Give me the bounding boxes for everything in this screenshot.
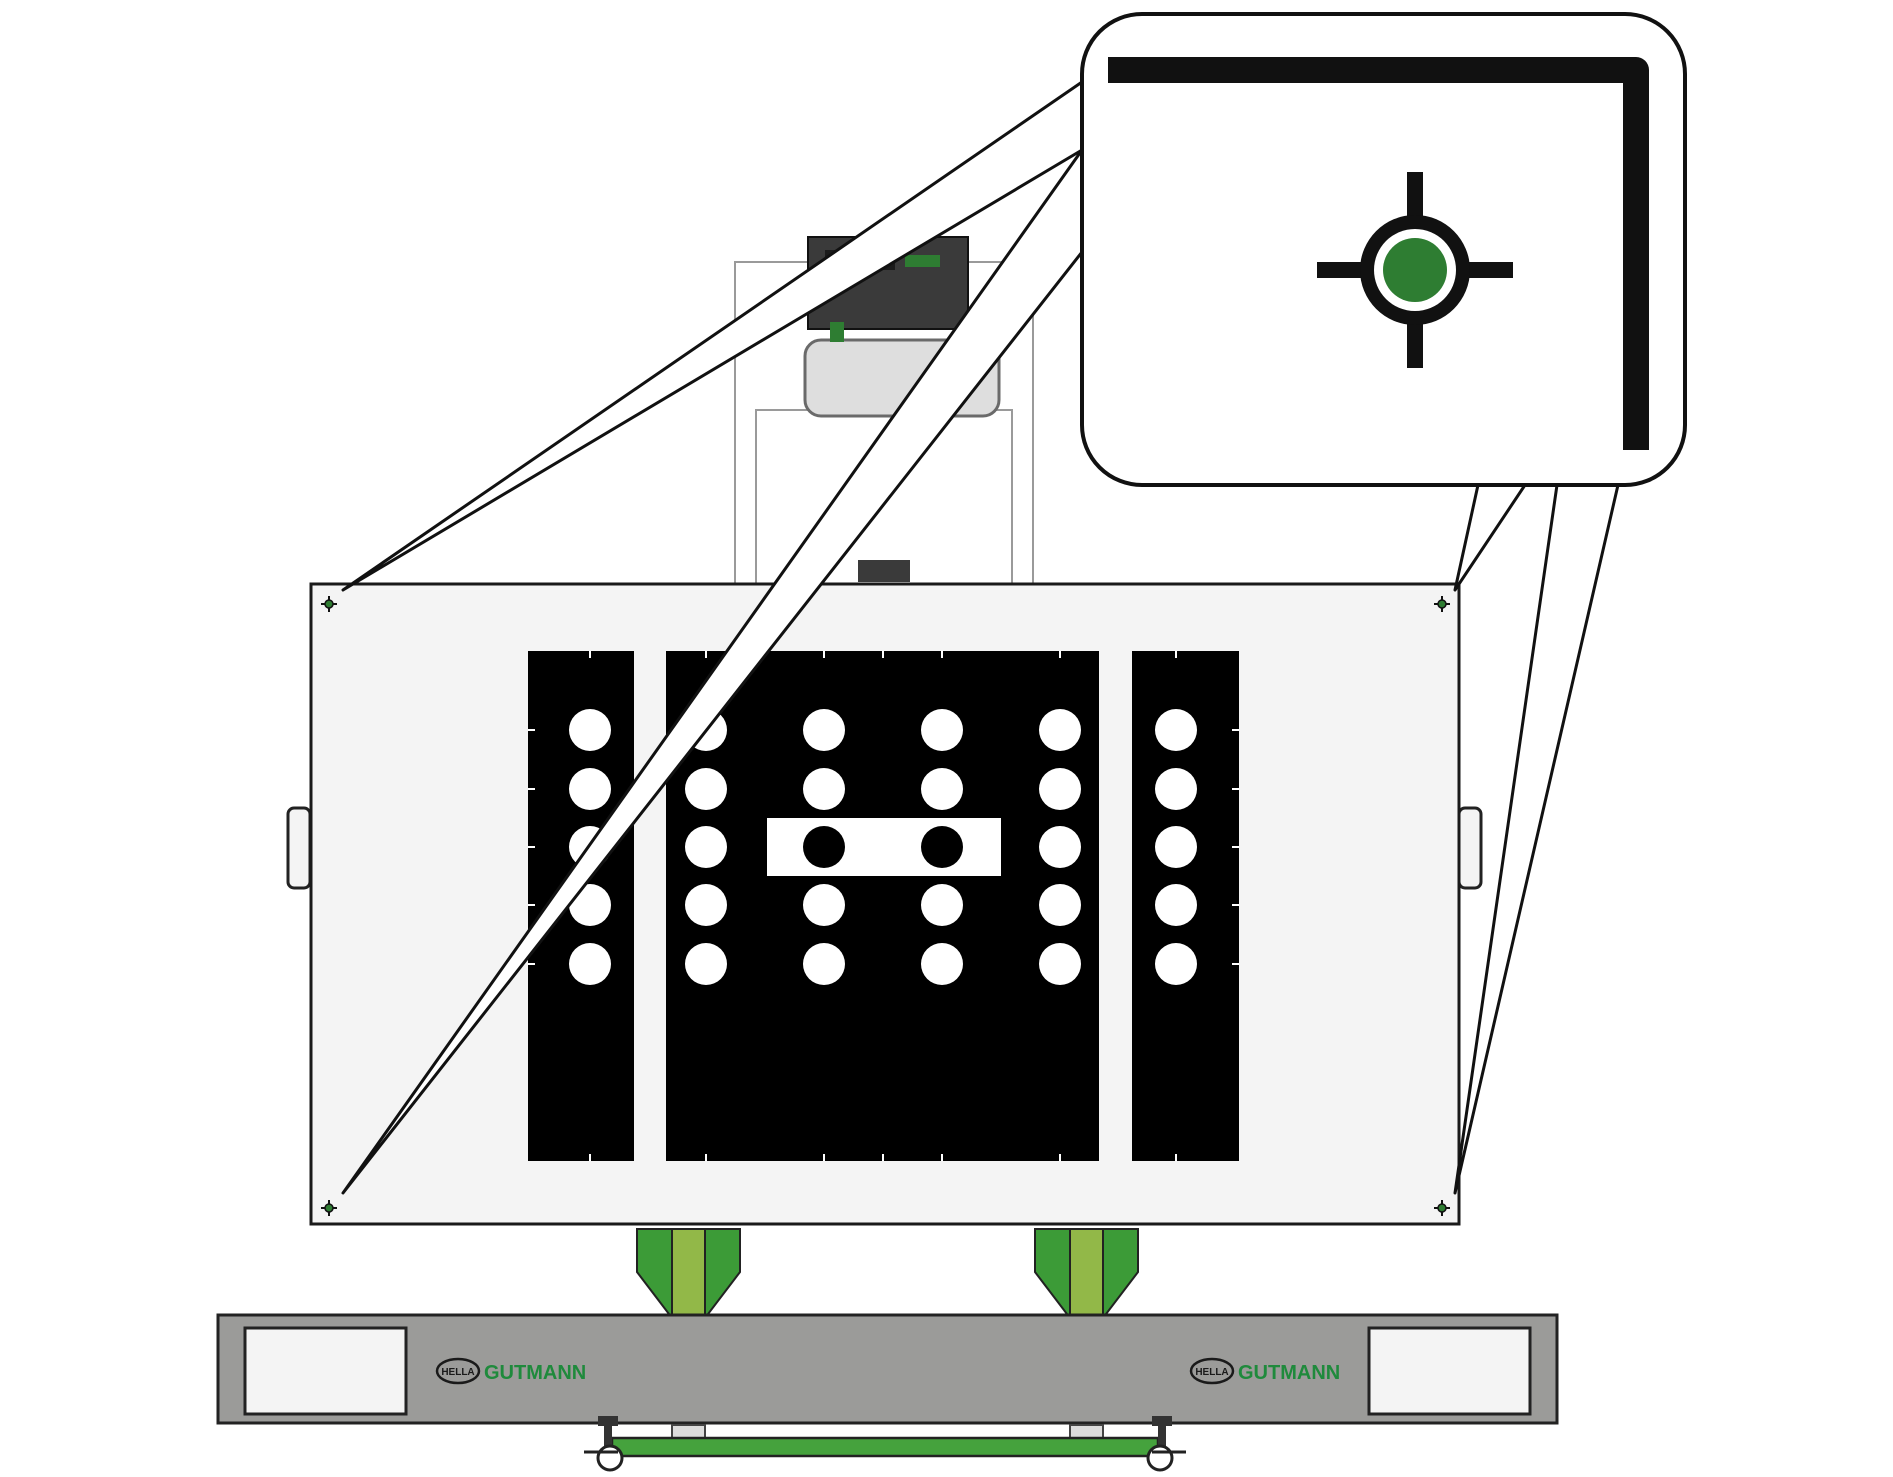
- pattern-ticks: [528, 651, 1239, 1161]
- pattern-dot: [569, 709, 611, 751]
- logo-badge-icon: [1189, 1357, 1235, 1385]
- pattern-dot: [569, 768, 611, 810]
- bottom-rail-assembly: [584, 1416, 1186, 1472]
- pattern-block-center: [666, 651, 1099, 1161]
- pattern-dot: [685, 768, 727, 810]
- target-marker-icon: [1434, 1200, 1450, 1216]
- crosshair-icon: [1317, 172, 1513, 368]
- logo-badge-text: HELLA: [1195, 1367, 1228, 1378]
- pattern-dot: [803, 943, 845, 985]
- pattern-dot: [1039, 768, 1081, 810]
- logo-badge-icon: [435, 1357, 481, 1385]
- pattern-dot: [1039, 943, 1081, 985]
- pattern-dot: [803, 884, 845, 926]
- pattern-dot: [803, 768, 845, 810]
- rail-bar: [610, 1436, 1160, 1458]
- board-supports: [636, 1228, 1139, 1319]
- logo-badge-text: HELLA: [441, 1367, 474, 1378]
- zoom-callout: [341, 12, 1687, 1195]
- pattern-dot: [1155, 768, 1197, 810]
- logo-brand-text: GUTMANN: [1238, 1362, 1340, 1384]
- pattern-dot: [685, 826, 727, 868]
- beam-window-right: [1367, 1326, 1532, 1416]
- pattern-dot: [1155, 709, 1197, 751]
- pattern-dot: [569, 943, 611, 985]
- center-white-bar: [767, 818, 1001, 876]
- camera-green-part-2: [830, 322, 844, 342]
- pattern-dot: [1039, 709, 1081, 751]
- pattern-dot: [921, 943, 963, 985]
- pattern-dot: [685, 884, 727, 926]
- pattern-dot: [1155, 943, 1197, 985]
- calibration-board: [286, 582, 1483, 1226]
- pattern-dot: [569, 884, 611, 926]
- support-right-inner: [1069, 1228, 1104, 1319]
- center-black-dot: [803, 826, 845, 868]
- beam-window-left: [243, 1326, 408, 1416]
- target-marker-icon: [321, 596, 337, 612]
- target-marker-icon: [1434, 596, 1450, 612]
- board-handle-right: [1457, 806, 1483, 890]
- pattern-dot: [921, 709, 963, 751]
- pattern-dot: [1155, 826, 1197, 868]
- base-beam: HELLA GUTMANN HELLA GUTMANN: [216, 1313, 1559, 1425]
- logo-brand-text: GUTMANN: [484, 1362, 586, 1384]
- wheel-icon: [584, 1416, 624, 1472]
- pattern-dot: [803, 709, 845, 751]
- beam-body: [216, 1313, 1559, 1425]
- camera-green-part: [905, 255, 940, 267]
- center-black-dot: [921, 826, 963, 868]
- pattern-dot: [1039, 826, 1081, 868]
- pattern-dot: [1155, 884, 1197, 926]
- dot-pattern: [569, 709, 1197, 985]
- pattern-dot: [685, 943, 727, 985]
- board-handle-left: [286, 806, 312, 890]
- mast-clamp: [858, 560, 910, 582]
- pattern-dot: [921, 884, 963, 926]
- callout-pointer-top-right: [1453, 483, 1527, 592]
- logo: HELLA GUTMANN: [1189, 1357, 1340, 1385]
- pattern-dot: [921, 768, 963, 810]
- pattern-dot: [1039, 884, 1081, 926]
- target-marker-icon: [321, 1200, 337, 1216]
- support-left-inner: [671, 1228, 706, 1319]
- callout-board-corner: [1108, 57, 1649, 450]
- logo: HELLA GUTMANN: [435, 1357, 586, 1385]
- wheel-icon: [1146, 1416, 1186, 1472]
